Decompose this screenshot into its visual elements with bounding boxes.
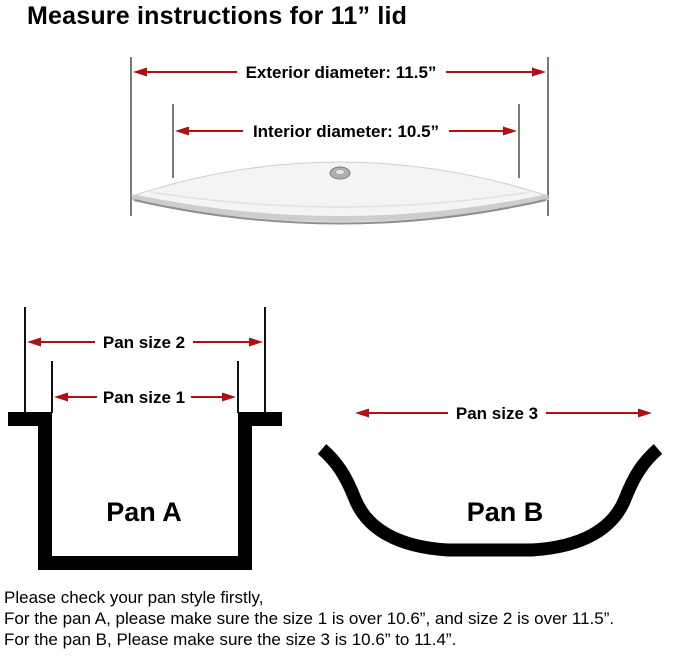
page-title: Measure instructions for 11” lid [27,2,408,30]
footer-line-2: For the pan A, please make sure the size… [4,609,615,628]
lid-inner-rim [149,191,531,208]
pan-size-1-label: Pan size 1 [103,388,185,407]
pan-size-2-arrow: Pan size 2 [27,333,263,352]
arrowhead-left-icon [133,67,147,77]
arrowhead-right-icon [503,126,517,136]
arrowhead-right-icon [532,67,546,77]
lid-section: Exterior diameter: 11.5” Interior diamet… [130,57,550,225]
pan-size-3-label: Pan size 3 [456,404,538,423]
lid-rim-edge [133,199,547,225]
pan-b-section: Pan size 3 Pan B [317,404,663,557]
lid-knob-highlight [336,170,344,174]
arrowhead-left-icon [175,126,189,136]
interior-diameter-arrow: Interior diameter: 10.5” [175,122,517,141]
arrowhead-right-icon [638,408,652,418]
pan-a-section: Pan size 2 Pan size 1 Pan A [8,307,282,570]
arrowhead-right-icon [222,392,236,402]
arrowhead-right-icon [249,337,263,347]
arrowhead-left-icon [27,337,41,347]
pan-size-2-label: Pan size 2 [103,333,185,352]
arrowhead-left-icon [355,408,369,418]
footer-instructions: Please check your pan style firstly, For… [4,587,614,650]
interior-diameter-label: Interior diameter: 10.5” [253,122,439,141]
footer-line-3: For the pan B, Please make sure the size… [4,630,457,649]
pan-b-name: Pan B [467,497,544,527]
lid-illustration [130,161,550,225]
footer-line-1: Please check your pan style firstly, [4,588,264,607]
exterior-diameter-arrow: Exterior diameter: 11.5” [133,63,546,82]
exterior-diameter-label: Exterior diameter: 11.5” [246,63,437,82]
pan-a-illustration [8,412,282,570]
lid-rim-band [131,194,549,222]
pan-b-illustration [317,444,663,557]
arrowhead-left-icon [54,392,68,402]
pan-a-name: Pan A [106,497,182,527]
pan-size-3-arrow: Pan size 3 [355,404,652,423]
pan-size-1-arrow: Pan size 1 [54,388,236,407]
